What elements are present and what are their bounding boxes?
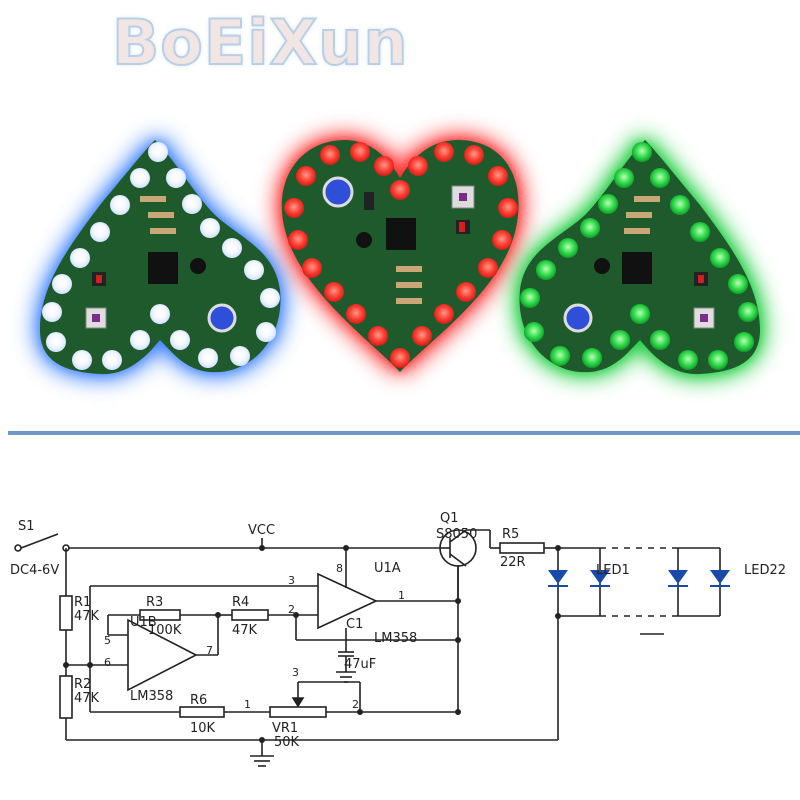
red-potentiometer	[322, 176, 354, 208]
label-c1-val: 47uF	[344, 657, 376, 672]
vr-pin-3: 3	[292, 666, 299, 679]
label-r6-val: 10K	[190, 721, 216, 736]
label-u1a: U1A	[374, 561, 401, 576]
label-r4-val: 47K	[232, 623, 258, 638]
pin-3: 3	[288, 574, 295, 587]
label-s1: S1	[18, 519, 35, 534]
vr-pin-2: 2	[352, 698, 359, 711]
pin-5: 5	[104, 634, 111, 647]
label-r6: R6	[190, 693, 207, 708]
label-r2: R2	[74, 677, 91, 692]
heart-boards	[40, 140, 760, 375]
led-symbols	[548, 570, 730, 587]
red-led-ring	[284, 142, 518, 368]
green-ic-chip	[622, 252, 652, 284]
pin-6: 6	[104, 656, 111, 669]
red-ic-chip	[386, 218, 416, 250]
label-r5: R5	[502, 527, 519, 542]
label-q1-part: S8050	[436, 527, 477, 542]
red-heart-board	[281, 140, 519, 372]
label-r2-val: 47K	[74, 691, 100, 706]
green-heart-board	[519, 140, 760, 375]
blue-potentiometer	[207, 303, 237, 333]
label-r1-val: 47K	[74, 609, 100, 624]
pin-2: 2	[288, 603, 295, 616]
blue-heart-board	[40, 140, 281, 375]
brand-watermark: BoEiXun	[111, 5, 409, 80]
section-divider	[8, 431, 800, 435]
label-supply: DC4-6V	[10, 563, 59, 578]
label-vr1-val: 50K	[274, 735, 300, 750]
label-r3: R3	[146, 595, 163, 610]
circuit-schematic: S1 DC4-6V VCC Q1 S8050 R5 22R U1A LED1 L…	[10, 511, 786, 767]
label-r5-val: 22R	[500, 555, 526, 570]
schematic-wires	[14, 529, 721, 767]
pin-7: 7	[206, 644, 213, 657]
label-vr1: VR1	[272, 721, 298, 736]
label-lm358-a: LM358	[374, 631, 417, 646]
label-vcc: VCC	[248, 523, 275, 538]
label-r1: R1	[74, 595, 91, 610]
blue-ic-chip	[148, 252, 178, 284]
label-led1: LED1	[596, 563, 630, 578]
green-potentiometer	[563, 303, 593, 333]
pin-1: 1	[398, 589, 405, 602]
label-r3-val: 100K	[148, 623, 182, 638]
label-q1: Q1	[440, 511, 459, 526]
label-r4: R4	[232, 595, 249, 610]
vr-pin-1: 1	[244, 698, 251, 711]
green-led-ring	[520, 142, 758, 370]
pin-8: 8	[336, 562, 343, 575]
schematic-junctions	[63, 545, 561, 743]
blue-led-ring	[42, 142, 280, 370]
label-c1: C1	[346, 617, 363, 632]
label-lm358-b: LM358	[130, 689, 173, 704]
label-u1b: U1B	[130, 615, 157, 630]
label-led22: LED22	[744, 563, 786, 578]
